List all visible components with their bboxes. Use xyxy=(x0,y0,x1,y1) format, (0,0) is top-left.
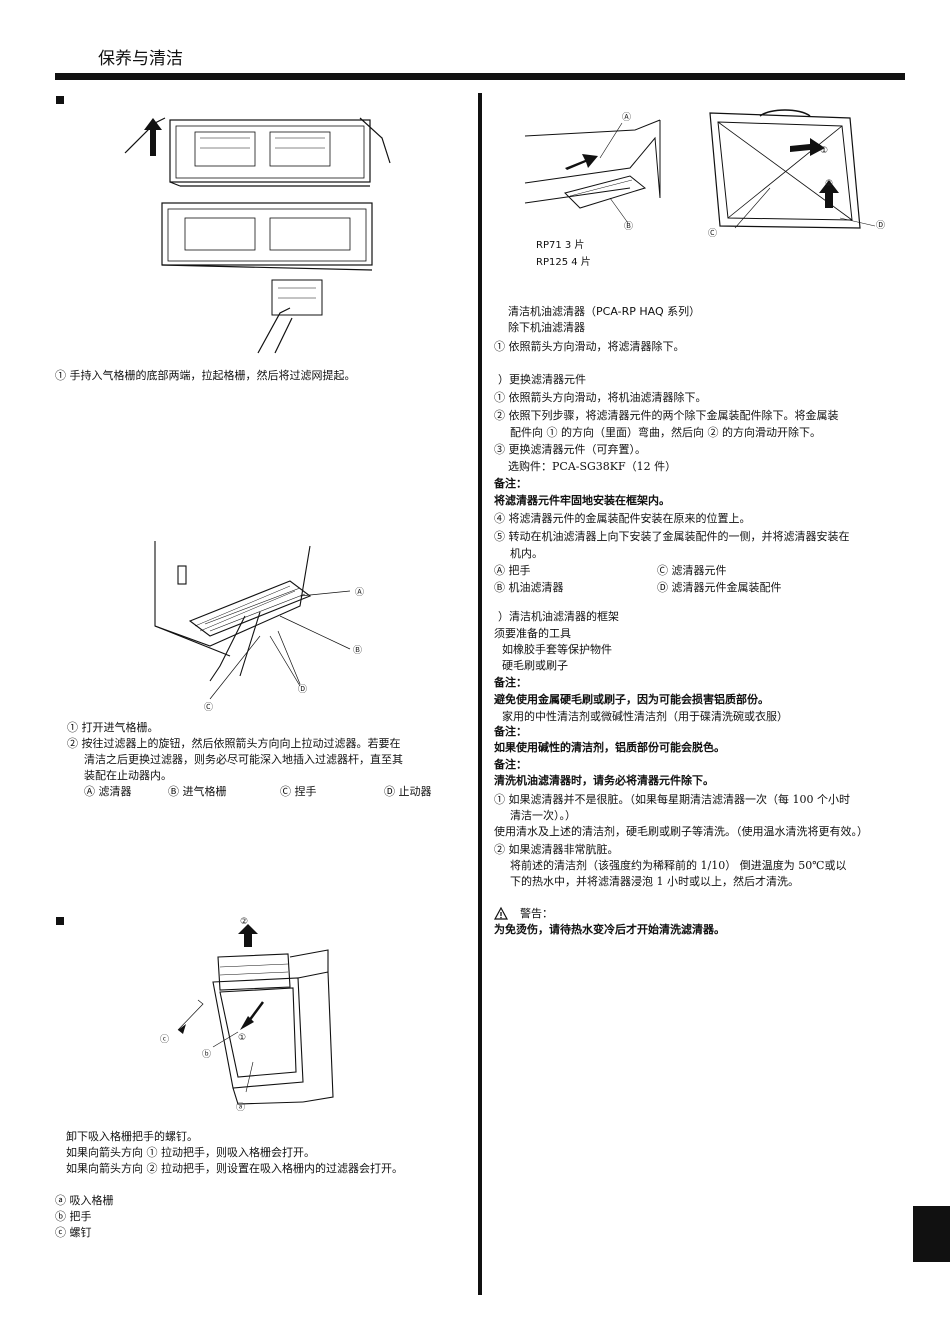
s2-step-5-cont: 机内。 xyxy=(510,547,543,560)
fig3-mark-a: ⓐ xyxy=(236,1102,245,1113)
note3-label: 备注： xyxy=(494,725,527,738)
tool-2: 硬毛刷或刷子 xyxy=(502,659,568,672)
fig3-legend-c: ⓒ 螺钉 xyxy=(55,1226,92,1239)
warning-label: 警告： xyxy=(520,907,553,920)
rfig-mark-d: Ⓓ xyxy=(876,220,885,231)
warning-icon xyxy=(493,906,509,920)
fig2-step-2-cont2: 装配在止动器内。 xyxy=(84,769,172,782)
note4-label: 备注： xyxy=(494,758,527,771)
figure-suction-grille: ② ① ⓒ ⓑ ⓐ xyxy=(160,917,334,1113)
warning-text: 为免烫伤，请待热水变冷后才开始清洗滤清器。 xyxy=(494,923,725,936)
fig2-mark-d: Ⓓ xyxy=(298,684,307,695)
s2-heading: ）更换滤清器元件 xyxy=(498,373,586,386)
fig3-mark-2: ② xyxy=(240,917,248,927)
s2-step-3: ③ 更换滤清器元件（可弃置）。 xyxy=(494,443,646,456)
fig2-step-1: ① 打开进气格栅。 xyxy=(67,721,159,734)
s1-title: 清洁机油滤清器（PCA-RP HAQ 系列） xyxy=(508,305,701,318)
page-title: 保养与清洁 xyxy=(98,49,183,69)
note3-text: 如果使用碱性的清洁剂，铝质部份可能会脱色。 xyxy=(494,741,725,754)
s1-subtitle: 除下机油滤清器 xyxy=(508,321,585,334)
fig3-legend-a: ⓐ 吸入格栅 xyxy=(55,1194,114,1207)
clean-step-1-cont: 清洁一次）。） xyxy=(510,809,576,822)
fig3-text-2: 如果向箭头方向 ① 拉动把手，则吸入格栅会打开。 xyxy=(66,1146,315,1159)
figure-oil-filter: Ⓐ Ⓑ Ⓒ Ⓓ ① ② xyxy=(524,109,885,239)
note2-text: 避免使用金属硬毛刷或刷子，因为可能会损害铝质部份。 xyxy=(494,693,769,706)
s2-step-2: ② 依照下列步骤，将滤清器元件的两个除下金属装配件除下。将金属装 xyxy=(494,409,839,422)
fig3-text-1: 卸下吸入格栅把手的螺钉。 xyxy=(66,1130,198,1143)
rp71-count: RP71 3 片 xyxy=(536,240,585,251)
rfig-mark-2: ② xyxy=(825,179,833,189)
legend-d: Ⓓ 滤清器元件金属装配件 xyxy=(657,581,782,594)
fig2-legend-c: Ⓒ 捏手 xyxy=(280,785,317,798)
section-marker xyxy=(56,96,64,104)
tool-1: 如橡胶手套等保护物件 xyxy=(502,643,612,656)
note1-text: 将滤清器元件牢固地安装在框架内。 xyxy=(494,494,670,507)
fig2-legend-a: Ⓐ 滤清器 xyxy=(84,785,132,798)
rfig-mark-a: Ⓐ xyxy=(622,112,631,123)
fig3-legend-b: ⓑ 把手 xyxy=(55,1210,92,1223)
fig3-text-3: 如果向箭头方向 ② 拉动把手，则设置在吸入格栅内的过滤器会打开。 xyxy=(66,1162,403,1175)
fig2-step-2-cont: 清洁之后更换过滤器，则务必尽可能深入地插入过滤器杆，直至其 xyxy=(84,753,403,766)
note1-label: 备注： xyxy=(494,477,527,490)
s3-heading: ）清洁机油滤清器的框架 xyxy=(498,610,619,623)
fig3-mark-b: ⓑ xyxy=(202,1049,211,1060)
s1-step: ① 依照箭头方向滑动，将滤清器除下。 xyxy=(494,340,685,353)
figure-filter-removal: Ⓐ Ⓑ Ⓒ Ⓓ xyxy=(154,541,364,713)
section-marker-2 xyxy=(56,917,64,925)
clean-step-2-detail-cont: 下的热水中，并将滤清器浸泡 1 小时或以上，然后才清洗。 xyxy=(510,875,799,888)
column-divider xyxy=(478,93,482,1295)
fig3-mark-c: ⓒ xyxy=(160,1034,169,1045)
clean-step-2-detail: 将前述的清洁剂（该强度约为稀释前的 1/10） 倒进温度为 50℃或以 xyxy=(510,859,847,872)
s2-step-2-cont: 配件向 ① 的方向（里面）弯曲，然后向 ② 的方向滑动开除下。 xyxy=(510,426,821,439)
s2-step-1: ① 依照箭头方向滑动，将机油滤清器除下。 xyxy=(494,391,707,404)
fig2-step-2: ② 按往过滤器上的旋钮，然后依照箭头方向向上拉动过滤器。若要在 xyxy=(67,737,401,750)
page-tab-marker xyxy=(913,1206,950,1262)
fig2-mark-c: Ⓒ xyxy=(204,702,213,713)
s2-step-4: ④ 将滤清器元件的金属装配件安装在原来的位置上。 xyxy=(494,512,751,525)
note2-label: 备注： xyxy=(494,676,527,689)
legend-c: Ⓒ 滤清器元件 xyxy=(657,564,727,577)
header-rule xyxy=(55,73,905,80)
rfig-mark-b: Ⓑ xyxy=(624,221,633,232)
tools-label: 须要准备的工具 xyxy=(494,627,571,640)
legend-b: Ⓑ 机油滤清器 xyxy=(494,581,564,594)
rfig-mark-c: Ⓒ xyxy=(708,228,717,239)
fig2-legend-b: Ⓑ 进气格栅 xyxy=(168,785,227,798)
clean-step-1: ① 如果滤清器并不是很脏。（如果每星期清洁滤清器一次（每 100 个小时 xyxy=(494,793,850,806)
clean-method: 使用清水及上述的清洁剂，硬毛刷或刷子等清洗。（使用温水清洗将更有效。） xyxy=(494,825,868,838)
fig2-mark-a: Ⓐ xyxy=(355,587,364,598)
rfig-mark-1: ① xyxy=(820,146,828,156)
fig2-legend-d: Ⓓ 止动器 xyxy=(384,785,432,798)
figure-1-caption: ① 手持入气格栅的底部两端，拉起格栅，然后将过滤网提起。 xyxy=(55,369,356,382)
figure-grille-lift xyxy=(124,117,391,354)
s2-option: 选购件：PCA-SG38KF（12 件） xyxy=(508,460,677,473)
s2-step-5: ⑤ 转动在机油滤清器上向下安装了金属装配件的一侧，并将滤清器安装在 xyxy=(494,530,850,543)
legend-a: Ⓐ 把手 xyxy=(494,564,531,577)
fig2-mark-b: Ⓑ xyxy=(353,645,362,656)
fig3-mark-1: ① xyxy=(238,1033,246,1043)
clean-step-2: ② 如果滤清器非常肮脏。 xyxy=(494,843,619,856)
rp125-count: RP125 4 片 xyxy=(536,257,591,268)
cleaner-text: 家用的中性清洁剂或微碱性清洁剂（用于碟清洗碗或衣服） xyxy=(502,710,788,723)
note4-text: 清洗机油滤清器时，请务必将清器元件除下。 xyxy=(494,774,714,787)
